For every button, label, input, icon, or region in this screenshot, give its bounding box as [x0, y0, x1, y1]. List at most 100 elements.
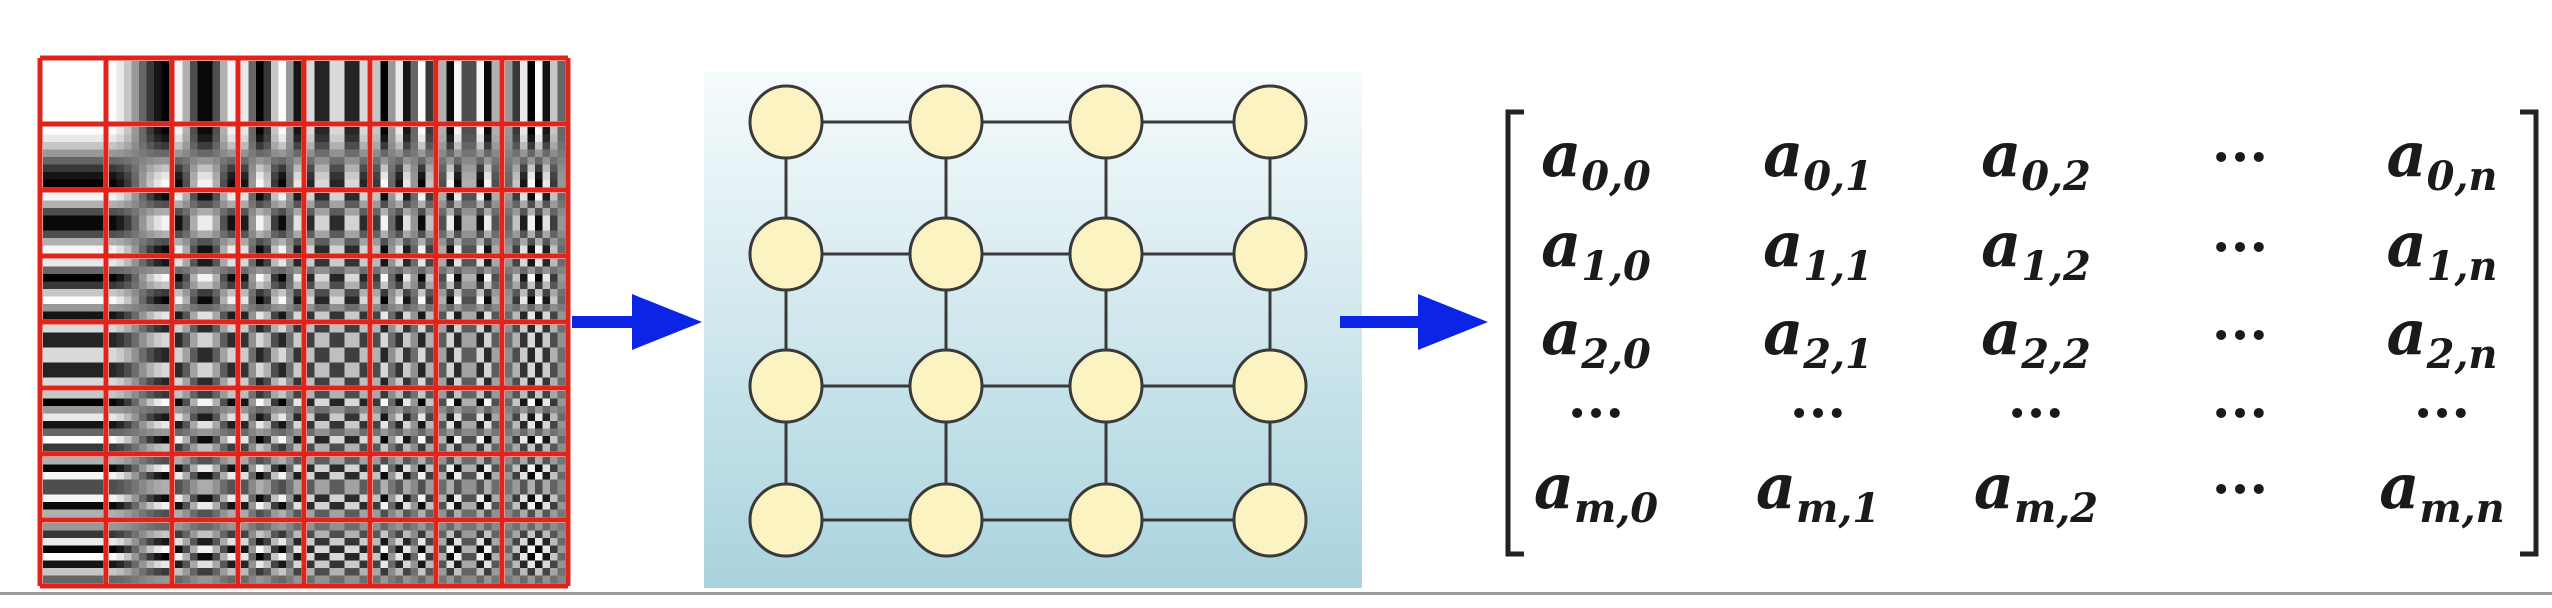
basis-cell	[241, 127, 302, 188]
matrix-entry: a1,0	[1541, 208, 1651, 290]
basis-cell	[439, 127, 500, 188]
graph-node	[748, 482, 824, 558]
basis-cell	[109, 193, 170, 254]
basis-cell	[109, 127, 170, 188]
basis-cell	[307, 127, 368, 188]
basis-cell	[109, 325, 170, 386]
right-arrow-icon	[1340, 294, 1488, 350]
basis-cell	[175, 193, 236, 254]
right-arrow-icon	[572, 294, 702, 350]
matrix-entry: a2,n	[2386, 296, 2497, 378]
basis-cell	[373, 391, 434, 452]
arrow-shaft	[1340, 316, 1428, 328]
basis-cell	[175, 325, 236, 386]
basis-cell	[307, 193, 368, 254]
basis-cell	[175, 259, 236, 320]
basis-cell	[505, 457, 566, 518]
basis-cell	[505, 127, 566, 188]
graph-node	[1232, 216, 1308, 292]
basis-cell	[373, 523, 434, 584]
basis-cell	[505, 523, 566, 584]
graph-node	[1232, 348, 1308, 424]
basis-cell	[43, 325, 104, 386]
basis-cell	[307, 457, 368, 518]
matrix-entry: a0,0	[1541, 118, 1651, 200]
matrix-entry: a1,1	[1763, 208, 1873, 290]
basis-cell	[373, 325, 434, 386]
graph-node	[908, 216, 984, 292]
graph-node	[1068, 216, 1144, 292]
basis-cell	[307, 259, 368, 320]
dct-basis-image	[37, 55, 571, 589]
graph-node	[1068, 482, 1144, 558]
basis-cell	[109, 259, 170, 320]
basis-cell	[43, 523, 104, 584]
basis-cell	[43, 61, 104, 122]
basis-cell	[505, 325, 566, 386]
matrix-entry: am,2	[1974, 450, 2098, 532]
basis-cell	[373, 457, 434, 518]
graph-node	[908, 482, 984, 558]
basis-cell	[109, 523, 170, 584]
matrix-ellipsis: ···	[1790, 381, 1846, 445]
basis-cell	[439, 457, 500, 518]
graph-node	[908, 84, 984, 160]
basis-cell	[307, 523, 368, 584]
basis-cell	[439, 325, 500, 386]
basis-cell	[373, 127, 434, 188]
matrix-entry: a0,n	[2386, 118, 2497, 200]
arrow-head	[1418, 294, 1488, 350]
matrix-ellipsis: ···	[1568, 381, 1624, 445]
arrow-head	[632, 294, 702, 350]
basis-cell	[241, 523, 302, 584]
basis-cell	[505, 391, 566, 452]
basis-cell	[439, 259, 500, 320]
bottom-divider	[0, 592, 2552, 595]
basis-cell	[241, 391, 302, 452]
basis-cell	[43, 391, 104, 452]
basis-cell	[241, 61, 302, 122]
graph-node	[1232, 482, 1308, 558]
basis-cell	[505, 193, 566, 254]
matrix-entry: a2,1	[1763, 296, 1873, 378]
basis-cell	[43, 457, 104, 518]
basis-cell	[43, 193, 104, 254]
basis-cell	[109, 457, 170, 518]
matrix-entry: am,1	[1756, 450, 1880, 532]
basis-cell	[241, 259, 302, 320]
matrix-ellipsis: ···	[2212, 125, 2268, 189]
matrix-ellipsis: ···	[2212, 381, 2268, 445]
basis-cell	[373, 61, 434, 122]
basis-cell	[373, 259, 434, 320]
basis-cell	[307, 325, 368, 386]
matrix-entry: a2,2	[1981, 296, 2091, 378]
basis-cell	[241, 325, 302, 386]
basis-cell	[175, 127, 236, 188]
graph-node	[1068, 348, 1144, 424]
basis-cell	[241, 193, 302, 254]
graph-node	[1232, 84, 1308, 160]
matrix-entry: a2,0	[1541, 296, 1651, 378]
basis-cell	[505, 259, 566, 320]
left-bracket	[1505, 109, 1524, 557]
matrix-ellipsis: ···	[2212, 215, 2268, 279]
grid-graph-panel	[704, 72, 1362, 588]
graph-node	[748, 348, 824, 424]
matrix-entry: am,n	[2379, 450, 2505, 532]
basis-cell	[439, 523, 500, 584]
matrix-ellipsis: ···	[2008, 381, 2064, 445]
basis-cell	[109, 61, 170, 122]
basis-cell	[175, 523, 236, 584]
arrow-shaft	[572, 316, 642, 328]
basis-cell	[307, 61, 368, 122]
graph-node	[908, 348, 984, 424]
basis-cell	[175, 61, 236, 122]
matrix-entry: a0,2	[1981, 118, 2091, 200]
right-bracket	[2520, 109, 2539, 557]
basis-cell	[175, 457, 236, 518]
matrix-ellipsis: ···	[2212, 303, 2268, 367]
basis-cell	[373, 193, 434, 254]
basis-cell	[307, 391, 368, 452]
graph-node	[1068, 84, 1144, 160]
basis-cell	[439, 61, 500, 122]
